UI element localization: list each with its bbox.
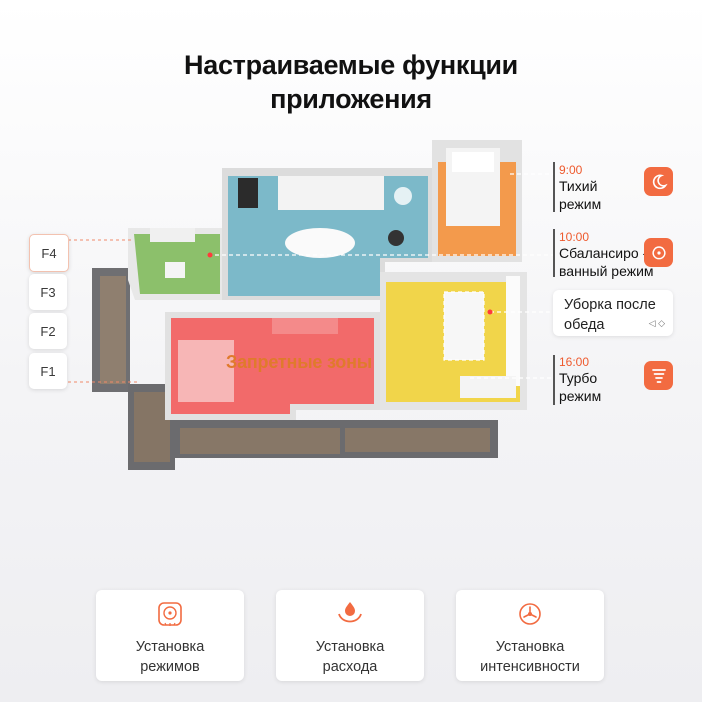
schedule-tick [553, 355, 555, 405]
card-set-modes[interactable]: Установка режимов [96, 590, 244, 681]
floor-tab-f3[interactable]: F3 [29, 274, 67, 310]
intensity-icon [456, 600, 604, 628]
schedule-time: 16:00 [559, 355, 590, 369]
swirl-icon[interactable] [644, 238, 673, 267]
page-title: Настраиваемые функции приложения [0, 48, 702, 116]
marker-dot [207, 252, 213, 258]
room-blue[interactable] [222, 168, 432, 300]
schedule-item-quiet[interactable]: 9:00 Тихий режим [559, 163, 601, 213]
title-line-1: Настраиваемые функции [184, 50, 518, 80]
floor-tab-f2[interactable]: F2 [29, 313, 67, 349]
floor-tab-f1[interactable]: F1 [29, 353, 67, 389]
floor-tab-f4[interactable]: F4 [29, 234, 69, 272]
room-green[interactable] [128, 228, 225, 300]
schedule-time: 10:00 [559, 230, 590, 244]
title-line-2: приложения [270, 84, 432, 114]
forbidden-zones-label: Запретные зоны [226, 352, 372, 372]
tornado-icon[interactable] [644, 361, 673, 390]
schedule-time: 9:00 [559, 163, 583, 177]
schedule-name: Сбалансиро - [559, 245, 648, 261]
water-drop-icon [276, 600, 424, 628]
schedule-item-after-lunch[interactable]: Уборка после обеда ◁ ◇ [553, 290, 673, 336]
schedule-name: режим [559, 388, 602, 404]
marker-dot [487, 309, 493, 315]
schedule-name: Тихий [559, 178, 598, 194]
cleaning-area-outline [443, 291, 485, 361]
schedule-tick [553, 229, 555, 277]
card-set-consumption[interactable]: Установка расхода [276, 590, 424, 681]
fan-mode-icon [96, 600, 244, 628]
schedule-name: ванный режим [559, 263, 654, 279]
schedule-item-balanced[interactable]: 10:00 Сбалансиро - ванный режим [559, 230, 654, 280]
card-label: Установка режимов [135, 639, 205, 675]
schedule-name: Уборка после [564, 297, 656, 313]
schedule-name: обеда [564, 317, 605, 333]
card-set-intensity[interactable]: Установка интенсивности [456, 590, 604, 681]
room-orange[interactable] [432, 140, 522, 262]
arrows-icon: ◁ ◇ [648, 318, 665, 328]
schedule-item-turbo[interactable]: 16:00 Турбо режим [559, 355, 601, 405]
room-red[interactable] [165, 312, 380, 420]
schedule-name: Турбо [559, 370, 598, 386]
schedule-tick [553, 162, 555, 212]
moon-icon[interactable] [644, 167, 673, 196]
card-label: Установка расхода [315, 639, 385, 675]
card-label: Установка интенсивности [480, 639, 580, 675]
lower-floor-rooms [92, 268, 498, 470]
schedule-name: режим [559, 196, 602, 212]
room-yellow[interactable] [380, 272, 527, 410]
